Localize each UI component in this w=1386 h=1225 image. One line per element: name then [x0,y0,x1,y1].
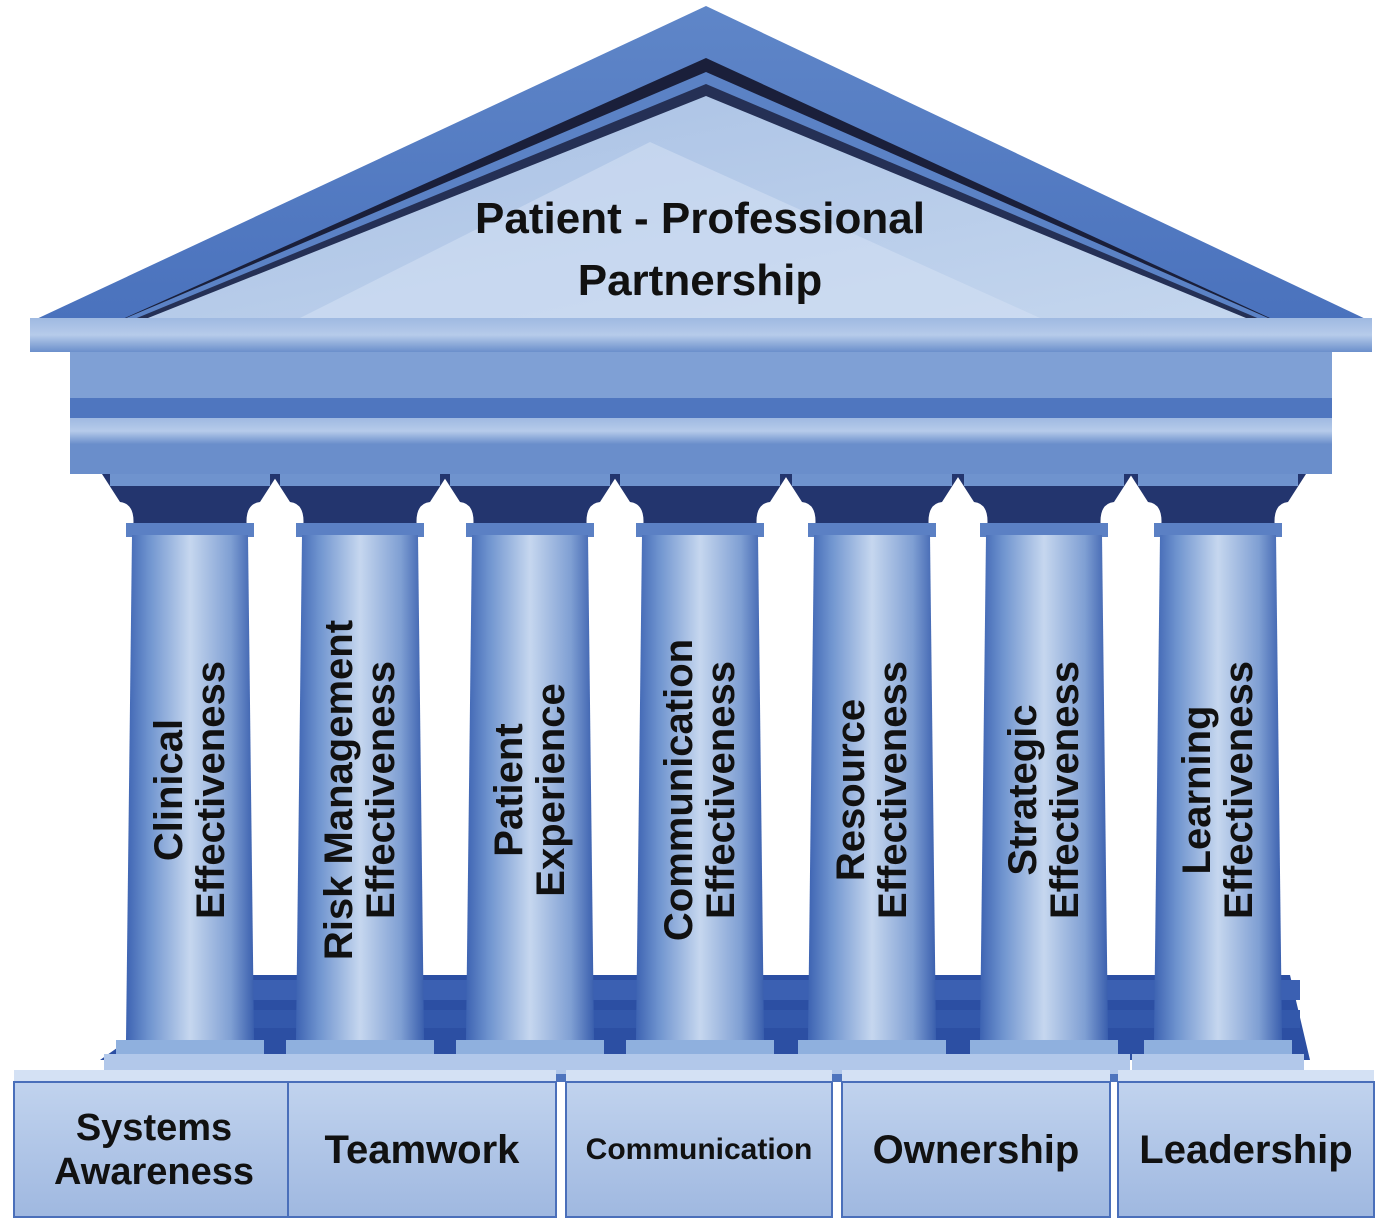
capital-abacus [620,474,780,486]
foundation-block-3 [565,1070,833,1218]
column-capital [956,474,1132,535]
pillar-label-line-2: Effectiveness [1043,661,1087,919]
column-capital [1130,474,1306,535]
capital-abacus [792,474,952,486]
column-base-torus [286,1040,434,1054]
block-front-face [13,1081,295,1218]
foundation-label-3: Communication [566,1082,832,1217]
column-shaft [1154,535,1282,1040]
column-shaft [636,535,764,1040]
foundation-label-line-1: Communication [585,1132,813,1166]
pediment-title: Patient - Professional Partnership [380,188,1020,312]
block-front-face [565,1081,833,1218]
block-top-face [14,1070,294,1084]
column-shaft [980,535,1108,1040]
pillar-label-line-2: Effectiveness [871,661,915,919]
column-capital [784,474,960,535]
foundation [13,1070,1375,1218]
block-top-face [842,1070,1110,1084]
pillar-label-line-1: Learning [1175,705,1219,875]
capital-neck [980,523,1108,537]
block-front-face [841,1081,1111,1218]
block-top-face [566,1070,832,1084]
capital-abacus [964,474,1124,486]
capital-abacus [280,474,440,486]
column-4 [612,474,788,1082]
column-base-torus [798,1040,946,1054]
capital-abacus [1138,474,1298,486]
column-base-torus [626,1040,774,1054]
capital-neck [296,523,424,537]
pillar-label-line-2: Effectiveness [1217,661,1261,919]
column-base-torus [1144,1040,1292,1054]
column-capital [612,474,788,535]
block-top-face [288,1070,556,1084]
columns [102,474,1306,1082]
foundation-label-line-1: Systems [75,1106,233,1149]
foundation-block-4 [841,1070,1111,1218]
column-capital [272,474,448,535]
pillar-label-line-1: Clinical [147,718,191,862]
column-shaft [126,535,254,1040]
column-capital [102,474,278,535]
capital-neck [808,523,936,537]
foundation-block-5 [1117,1070,1375,1218]
capital-neck [466,523,594,537]
capital-neck [126,523,254,537]
pillar-label-line-1: Communication [657,638,701,942]
column-6 [956,474,1132,1082]
foundation-label-line-1: Teamwork [324,1127,520,1172]
foundation-label-2: Teamwork [288,1082,556,1217]
column-base-torus [456,1040,604,1054]
block-top-face [1118,1070,1374,1084]
pillar-label-line-2: Experience [529,683,573,897]
foundation-label-line-2: Awareness [54,1150,254,1193]
column-shaft [466,535,594,1040]
column-base-torus [970,1040,1118,1054]
foundation-label-line-1: Ownership [872,1127,1080,1172]
pediment [30,6,1372,330]
pillar-label-line-2: Effectiveness [359,661,403,919]
pillar-label-line-1: Risk Management [317,619,361,961]
column-5 [784,474,960,1082]
column-7 [1130,474,1306,1082]
foundation-block-2 [287,1070,557,1218]
block-front-face [287,1081,557,1218]
column-base-torus [116,1040,264,1054]
entablature [30,318,1372,474]
pillar-label-line-1: Resource [829,698,873,882]
foundation-label-4: Ownership [842,1082,1110,1217]
foundation-label-line-1: Leadership [1139,1127,1353,1172]
column-shaft [808,535,936,1040]
pillar-label-line-1: Strategic [1001,704,1045,876]
capital-abacus [110,474,270,486]
block-front-face [1117,1081,1375,1218]
column-shaft [296,535,424,1040]
capital-neck [1154,523,1282,537]
capital-abacus [450,474,610,486]
capital-neck [636,523,764,537]
column-1 [102,474,278,1082]
pillar-label-line-1: Patient [487,723,531,857]
pillar-label-line-2: Effectiveness [699,661,743,919]
pillar-label-line-2: Effectiveness [189,661,233,919]
column-capital [442,474,618,535]
foundation-block-1 [13,1070,295,1218]
title-line-1: Patient - Professional [475,194,925,243]
foundation-label-5: Leadership [1118,1082,1374,1217]
title-line-2: Partnership [577,256,823,305]
